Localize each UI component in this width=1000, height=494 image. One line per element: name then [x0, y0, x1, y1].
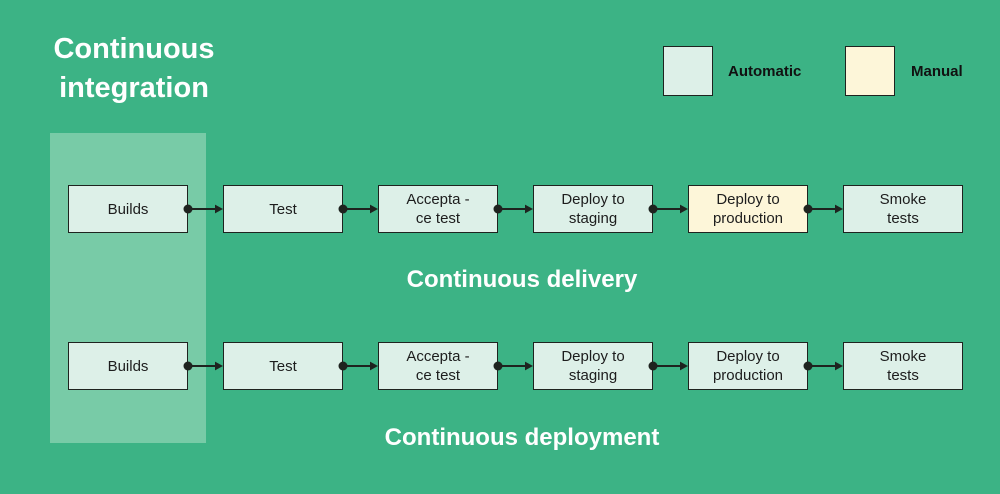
arrow-icon — [803, 361, 843, 371]
node-builds-deployment: Builds — [68, 342, 188, 390]
legend-automatic-label: Automatic — [728, 63, 802, 80]
node-deploy-staging-deployment: Deploy to staging — [533, 342, 653, 390]
node-deploy-staging-delivery: Deploy to staging — [533, 185, 653, 233]
page-title: Continuous integration — [53, 33, 215, 104]
node-test-delivery: Test — [223, 185, 343, 233]
arrow-icon — [803, 204, 843, 214]
legend-manual-swatch — [845, 46, 895, 96]
arrow-icon — [338, 204, 378, 214]
arrow-icon — [493, 361, 533, 371]
node-builds-delivery: Builds — [68, 185, 188, 233]
node-deploy-production-deployment: Deploy to production — [688, 342, 808, 390]
caption-continuous-delivery: Continuous delivery — [406, 266, 638, 293]
arrow-icon — [338, 361, 378, 371]
node-acceptance-test-deployment: Accepta - ce test — [378, 342, 498, 390]
legend-manual-label: Manual — [911, 63, 963, 80]
node-smoke-tests-deployment: Smoke tests — [843, 342, 963, 390]
node-smoke-tests-delivery: Smoke tests — [843, 185, 963, 233]
continuous-integration-highlight-band — [50, 133, 206, 443]
arrow-icon — [493, 204, 533, 214]
node-test-deployment: Test — [223, 342, 343, 390]
caption-continuous-deployment: Continuous deployment — [384, 424, 660, 451]
arrow-icon — [183, 204, 223, 214]
arrow-icon — [183, 361, 223, 371]
arrow-icon — [648, 204, 688, 214]
arrow-icon — [648, 361, 688, 371]
node-acceptance-test-delivery: Accepta - ce test — [378, 185, 498, 233]
node-deploy-production-delivery: Deploy to production — [688, 185, 808, 233]
legend-automatic-swatch — [663, 46, 713, 96]
